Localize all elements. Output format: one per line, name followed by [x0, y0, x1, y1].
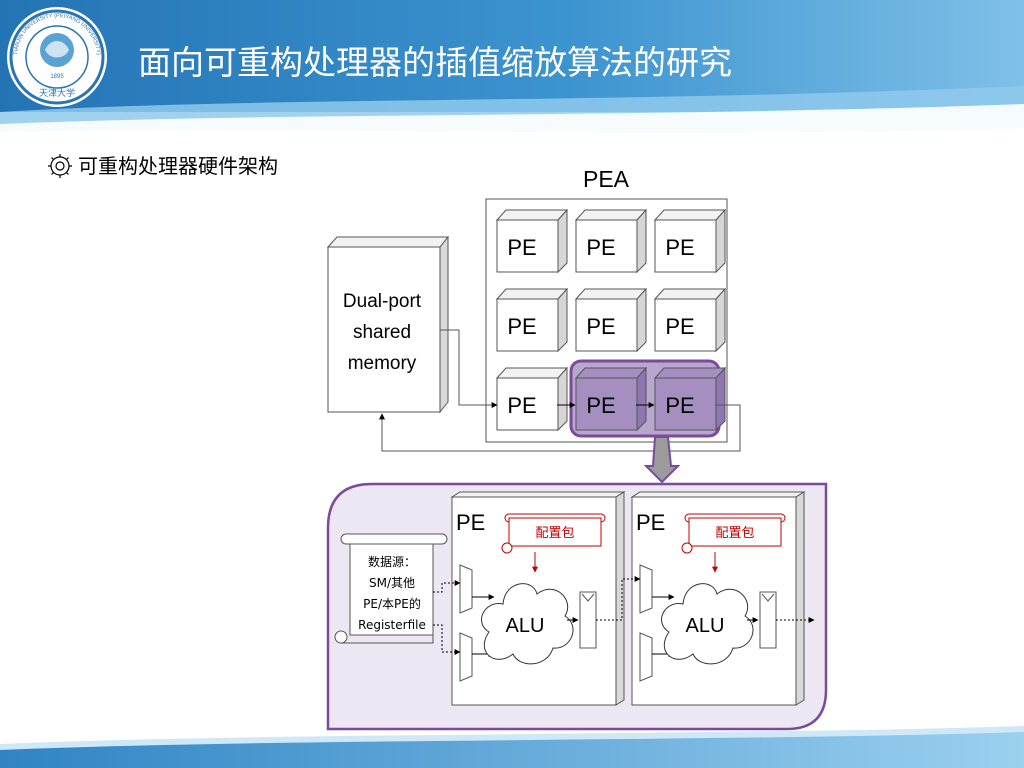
- pe-label: PE: [665, 393, 694, 418]
- config-packet-label: 配置包: [535, 526, 574, 541]
- data-source-scroll: 数据源： SM/其他 PE/本PE的 Registerfile: [334, 533, 448, 644]
- pea-connections: [379, 329, 741, 452]
- pe-cube: PE: [495, 287, 569, 353]
- memory-label-line1: Dual-port: [343, 291, 422, 312]
- alu-label: ALU: [506, 615, 545, 637]
- pe-cube: PE: [574, 287, 648, 353]
- source-line2: SM/其他: [369, 576, 415, 590]
- pe-label: PE: [507, 235, 536, 260]
- footer-band: [0, 726, 1024, 768]
- pea-label: PEA: [583, 166, 630, 192]
- memory-label-line2: shared: [353, 322, 411, 343]
- shared-memory-block: Dual-port shared memory: [326, 235, 450, 414]
- pe-label: PE: [665, 235, 694, 260]
- pe-label: PE: [507, 393, 536, 418]
- bullet-text: 可重构处理器硬件架构: [78, 154, 278, 178]
- pe-cube: PE: [653, 366, 727, 432]
- university-seal-logo: 1895 天津大学 TIANJIN UNIVERSITY (PEIYANG UN…: [7, 7, 107, 107]
- pe-grid: PE PE PE PE PE PE PE PE PE: [495, 208, 727, 432]
- pe-detail-unit: PE 配置包 ALU: [630, 491, 806, 706]
- seal-calligraphy: 天津大学: [39, 87, 75, 99]
- source-line3: PE/本PE的: [363, 596, 421, 611]
- seal-year: 1895: [50, 74, 64, 80]
- gear-bullet-icon: [48, 154, 72, 178]
- alu-label: ALU: [686, 615, 725, 637]
- pe-cube: PE: [653, 208, 727, 274]
- header-band: [0, 0, 1024, 140]
- pe-label: PE: [507, 314, 536, 339]
- detail-connections: [433, 576, 815, 655]
- source-line1: 数据源：: [368, 554, 416, 569]
- pe-cube: PE: [574, 366, 648, 432]
- pe-label: PE: [586, 235, 615, 260]
- pe-cube: PE: [495, 208, 569, 274]
- config-packet-label: 配置包: [715, 526, 754, 541]
- pe-detail-unit: PE 配置包 ALU: [450, 491, 626, 706]
- pe-detail-title: PE: [456, 510, 485, 535]
- page-title: 面向可重构处理器的插值缩放算法的研究: [138, 43, 732, 82]
- pe-detail-title: PE: [636, 510, 665, 535]
- memory-label-line3: memory: [348, 353, 417, 374]
- pe-cube: PE: [653, 287, 727, 353]
- pe-cube: PE: [574, 208, 648, 274]
- pe-detail-units: PE 配置包 ALU PE 配置包 ALU: [433, 491, 815, 706]
- zoom-arrow: [643, 436, 681, 484]
- pe-label: PE: [586, 314, 615, 339]
- source-line4: Registerfile: [358, 618, 426, 632]
- pe-label: PE: [665, 314, 694, 339]
- pe-cube: PE: [495, 366, 569, 432]
- pe-label: PE: [586, 393, 615, 418]
